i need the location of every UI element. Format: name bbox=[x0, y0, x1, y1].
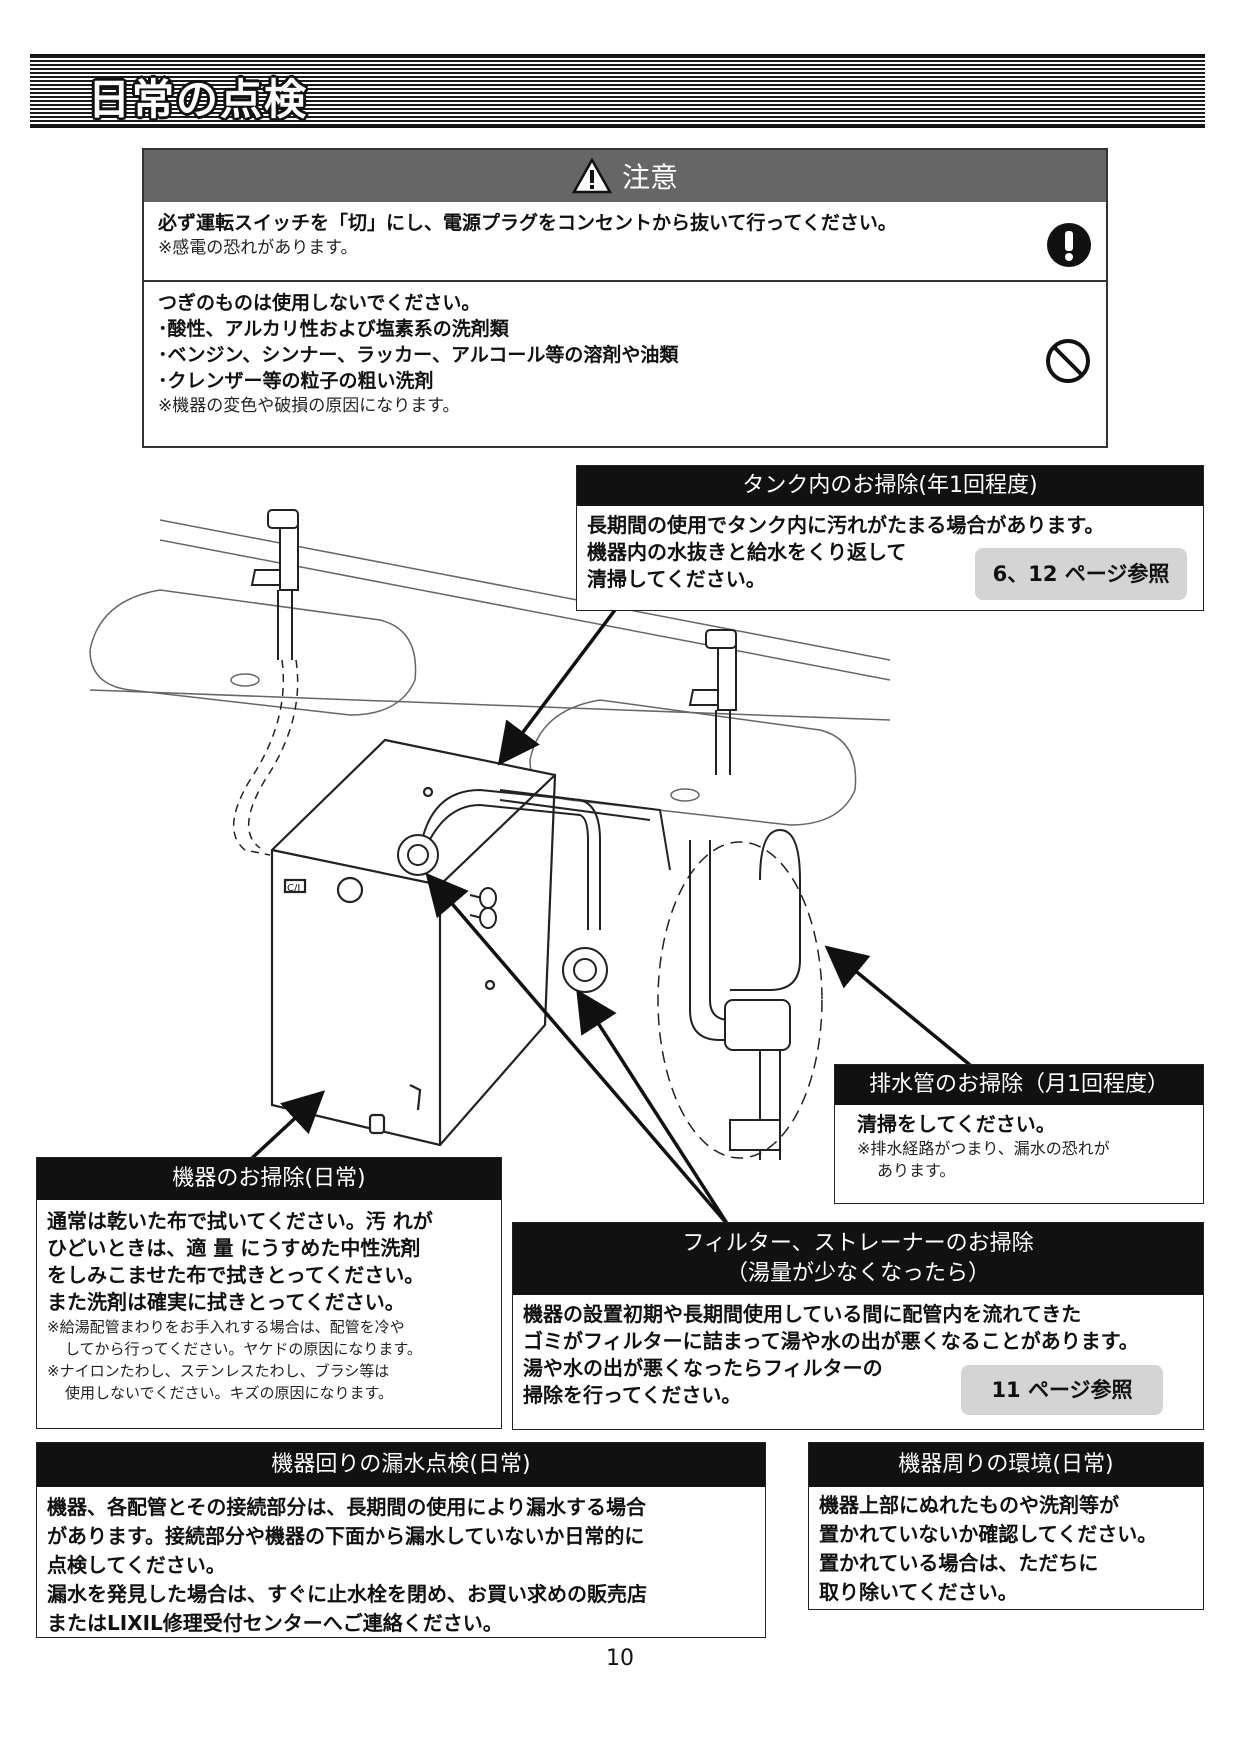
caution-mandatory-note: ※感電の恐れがあります。 bbox=[158, 238, 358, 258]
arrow-tank bbox=[497, 608, 617, 766]
arrow-filter-2 bbox=[576, 989, 730, 1226]
warning-triangle-icon bbox=[571, 158, 612, 194]
filter-page-reference: 11 ページ参照 bbox=[961, 1365, 1163, 1415]
unit-note: してから行ってください。ヤケドの原因になります。 bbox=[65, 1340, 422, 1358]
drain-note: ※排水経路がつまり、漏水の恐れが bbox=[857, 1139, 1110, 1158]
env-line: 取り除いてください。 bbox=[819, 1580, 1018, 1604]
tank-line: 機器内の水抜きと給水をくり返して bbox=[587, 540, 907, 564]
filter-line: ゴミがフィルターに詰まって湯や水の出が悪くなることがあります。 bbox=[523, 1329, 1139, 1353]
arrow-filter-1 bbox=[425, 872, 730, 1227]
tank-cleaning-box: タンク内のお掃除(年1回程度) 長期間の使用でタンク内に汚れがたまる場合がありま… bbox=[576, 465, 1204, 611]
page-title: 日常の点検 bbox=[88, 75, 309, 124]
caution-header: 注意 bbox=[144, 150, 1106, 202]
environment-title: 機器周りの環境(日常) bbox=[809, 1443, 1203, 1487]
tank-cleaning-title: タンク内のお掃除(年1回程度) bbox=[577, 466, 1203, 506]
environment-box: 機器周りの環境(日常) 機器上部にぬれたものや洗剤等が 置かれていないか確認して… bbox=[808, 1442, 1204, 1610]
unit-line: ひどいときは、適 量 にうすめた中性洗剤 bbox=[47, 1236, 421, 1260]
leak-line: があります。接続部分や機器の下面から漏水していないか日常的に bbox=[47, 1524, 645, 1548]
caution-box: 注意 必ず運転スイッチを「切」にし、電源プラグをコンセントから抜いて行ってくださ… bbox=[142, 148, 1108, 448]
env-line: 置かれていないか確認してください。 bbox=[819, 1522, 1158, 1546]
env-line: 置かれている場合は、ただちに bbox=[819, 1551, 1099, 1575]
page-number: 10 bbox=[606, 1646, 634, 1671]
leak-line: 漏水を発見した場合は、すぐに止水栓を閉め、お買い求めの販売店 bbox=[47, 1582, 647, 1606]
caution-row-mandatory: 必ず運転スイッチを「切」にし、電源プラグをコンセントから抜いて行ってください。 … bbox=[144, 202, 1106, 282]
unit-cleaning-title: 機器のお掃除(日常) bbox=[37, 1158, 501, 1200]
right-faucet-icon bbox=[688, 629, 737, 775]
leak-line: 機器、各配管とその接続部分は、長期間の使用により漏水する場合 bbox=[47, 1495, 646, 1519]
filter-line: 湯や水の出が悪くなったらフィルターの bbox=[523, 1356, 883, 1380]
tank-page-reference: 6、12 ページ参照 bbox=[975, 548, 1187, 600]
right-sink bbox=[529, 699, 857, 826]
unit-note: ※ナイロンたわし、ステンレスたわし、ブラシ等は bbox=[47, 1362, 390, 1380]
unit-label: C/I bbox=[287, 883, 300, 894]
leak-check-title: 機器回りの漏水点検(日常) bbox=[37, 1443, 765, 1487]
drain-cleaning-box: 排水管のお掃除（月1回程度） 清掃をしてください。 ※排水経路がつまり、漏水の恐… bbox=[834, 1064, 1204, 1204]
caution-row-prohibit: つぎのものは使用しないでください。 ･酸性、アルカリ性および塩素系の洗剤類 ･ベ… bbox=[144, 282, 1106, 446]
tank-line: 長期間の使用でタンク内に汚れがたまる場合があります。 bbox=[587, 513, 1105, 537]
prohibit-note: ※機器の変色や破損の原因になります。 bbox=[158, 396, 460, 416]
unit-cleaning-box: 機器のお掃除(日常) 通常は乾いた布で拭いてください。汚 れが ひどいときは、適… bbox=[36, 1157, 502, 1429]
drain-line: 清掃をしてください。 bbox=[857, 1112, 1056, 1136]
unit-note: ※給湯配管まわりをお手入れする場合は、配管を冷や bbox=[47, 1318, 405, 1336]
leak-line: 点検してください。 bbox=[47, 1553, 226, 1577]
prohibition-icon bbox=[1046, 339, 1090, 383]
prohibit-line: ･ベンジン、シンナー、ラッカー、アルコール等の溶剤や油類 bbox=[158, 344, 679, 366]
arrow-drain bbox=[824, 945, 972, 1067]
unit-note: 使用しないでください。キズの原因になります。 bbox=[65, 1384, 394, 1402]
prohibit-line: ･クレンザー等の粒子の粗い洗剤 bbox=[158, 370, 434, 392]
left-faucet-icon bbox=[250, 509, 299, 660]
filter-cleaning-box: フィルター、ストレーナーのお掃除 （湯量が少なくなったら） 機器の設置初期や長期… bbox=[512, 1222, 1204, 1430]
caution-mandatory-text: 必ず運転スイッチを「切」にし、電源プラグをコンセントから抜いて行ってください。 bbox=[158, 212, 897, 234]
prohibit-line: ･酸性、アルカリ性および塩素系の洗剤類 bbox=[158, 318, 509, 340]
unit-line: また洗剤は確実に拭きとってください。 bbox=[47, 1290, 405, 1314]
arrow-unit bbox=[248, 1090, 326, 1162]
filter-title: フィルター、ストレーナーのお掃除 bbox=[682, 1231, 1034, 1256]
drain-note: あります。 bbox=[877, 1161, 956, 1180]
hot-pipe bbox=[419, 788, 601, 930]
tank-line: 清掃してください。 bbox=[587, 567, 766, 591]
leak-line: またはLIXIL修理受付センターへご連絡ください。 bbox=[47, 1611, 503, 1635]
left-sink bbox=[89, 589, 417, 716]
drain-trap bbox=[689, 828, 801, 1160]
env-line: 機器上部にぬれたものや洗剤等が bbox=[819, 1493, 1119, 1517]
supply-pipe bbox=[499, 789, 671, 871]
filter-line: 機器の設置初期や長期間使用している間に配管内を流れてきた bbox=[523, 1302, 1082, 1326]
prohibit-line: つぎのものは使用しないでください。 bbox=[158, 292, 481, 314]
drain-cleaning-title: 排水管のお掃除（月1回程度） bbox=[835, 1065, 1203, 1105]
leak-check-box: 機器回りの漏水点検(日常) 機器、各配管とその接続部分は、長期間の使用により漏水… bbox=[36, 1442, 766, 1638]
unit-line: 通常は乾いた布で拭いてください。汚 れが bbox=[47, 1209, 433, 1233]
title-band: 日常の点検 bbox=[30, 54, 1205, 128]
caution-title: 注意 bbox=[621, 161, 678, 194]
exclamation-mandatory-icon bbox=[1047, 223, 1091, 267]
filter-subtitle: （湯量が少なくなったら） bbox=[725, 1261, 990, 1286]
unit-line: をしみこませた布で拭きとってください。 bbox=[47, 1263, 425, 1287]
filter-line: 掃除を行ってください。 bbox=[523, 1383, 742, 1407]
